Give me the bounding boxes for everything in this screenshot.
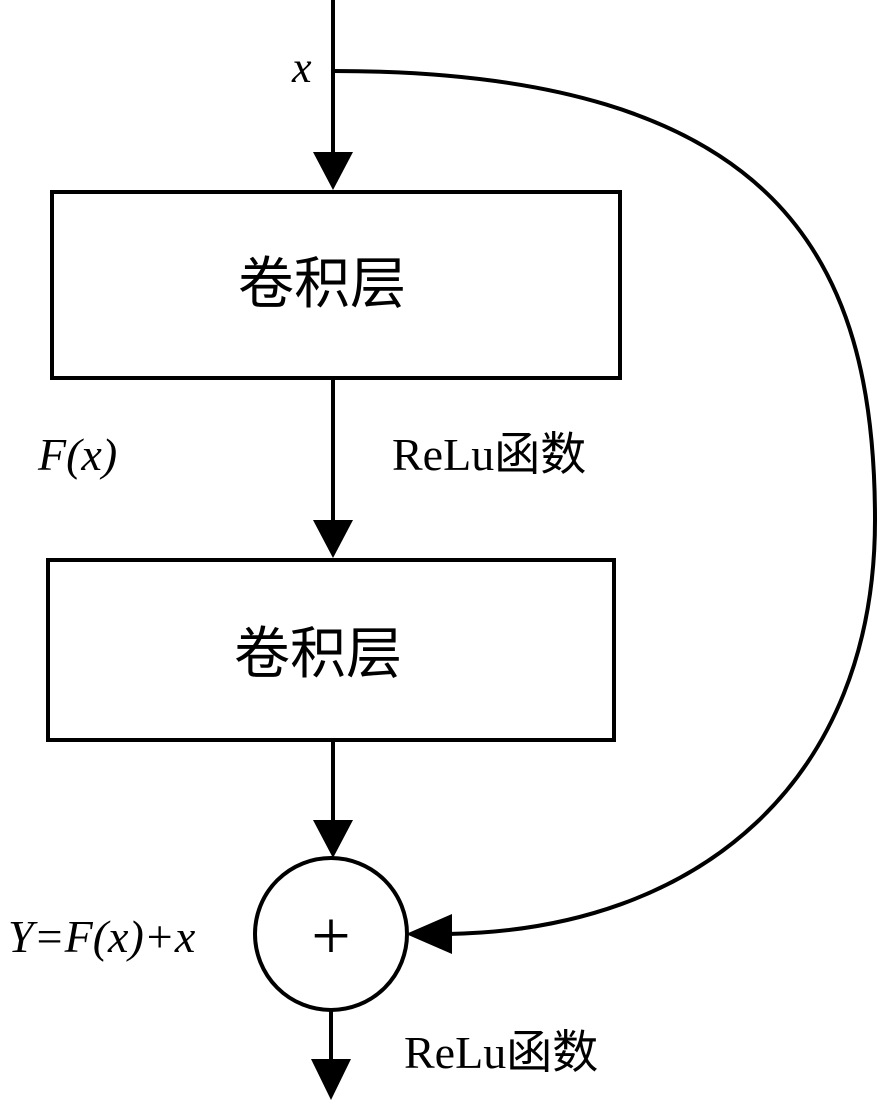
skip-connection-line xyxy=(332,69,878,936)
addition-input-arrowhead xyxy=(313,820,353,858)
input-label: x xyxy=(291,43,312,92)
relu-label-2: ReLu函数 xyxy=(404,1027,598,1078)
output-equation-label: Y=F(x)+x xyxy=(8,911,196,962)
convolution-layer-box-1 xyxy=(50,190,622,380)
addition-symbol: + xyxy=(311,898,350,975)
skip-connection-arrowhead xyxy=(406,914,452,954)
convolution-layer-label-1: 卷积层 xyxy=(238,254,406,316)
convolution-layer-label-2: 卷积层 xyxy=(234,624,402,686)
relu-label-1: ReLu函数 xyxy=(392,429,586,480)
middle-connection-arrowhead xyxy=(313,520,353,558)
output-arrowhead xyxy=(311,1059,351,1100)
input-arrowhead xyxy=(313,152,353,190)
residual-function-label: F(x) xyxy=(37,429,117,480)
